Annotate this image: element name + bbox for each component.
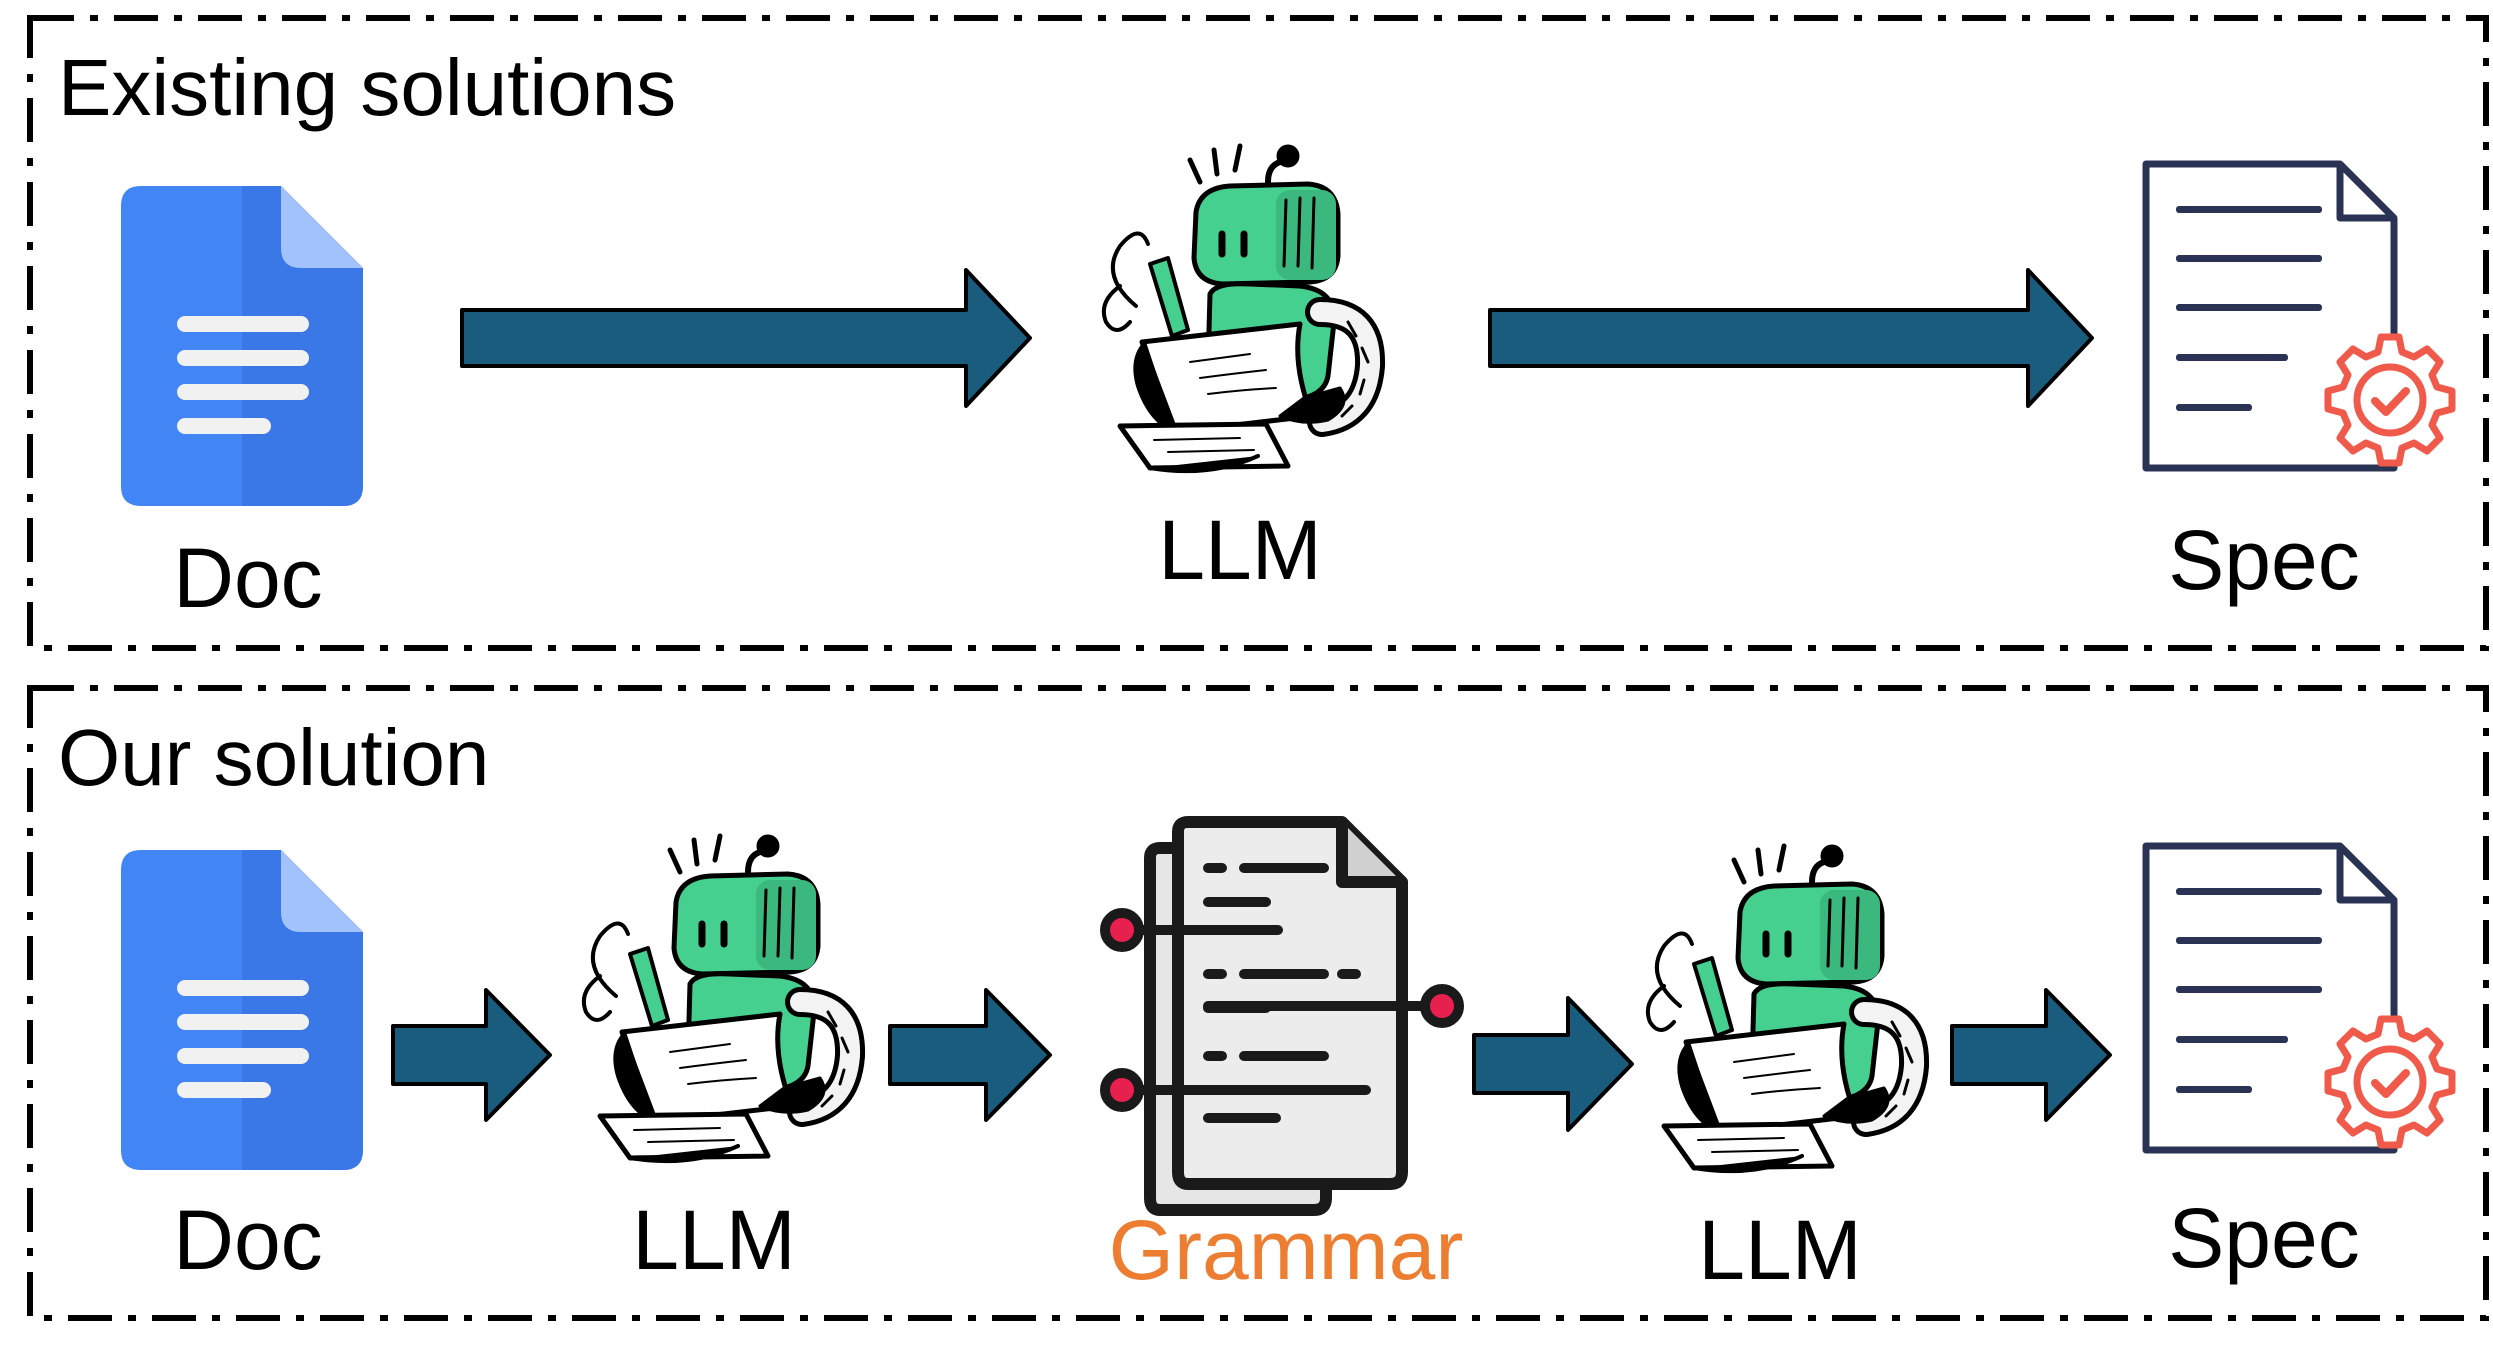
flow-arrow-icon: [888, 988, 1052, 1122]
flow-arrow-icon: [1488, 268, 2094, 408]
spec-label: Spec: [2168, 513, 2360, 607]
flow-arrow-icon: [460, 268, 1032, 408]
llm-label: LLM: [632, 1193, 796, 1287]
grammar-doc-icon: [1105, 822, 1459, 1210]
robot-llm-icon: [584, 835, 850, 1161]
flow-arrow-icon: [1472, 996, 1634, 1132]
grammar-label: Grammar: [1108, 1203, 1464, 1297]
doc-icon: [121, 186, 363, 506]
bottom-panel-title: Our solution: [58, 713, 490, 802]
doc-icon: [121, 850, 363, 1170]
doc-label: Doc: [173, 1193, 323, 1287]
robot-llm-icon: [1104, 145, 1370, 471]
flow-arrow-icon: [1950, 988, 2112, 1122]
top-panel-border: [27, 15, 2489, 651]
doc-label: Doc: [173, 531, 323, 625]
top-panel-title: Existing solutions: [58, 43, 677, 132]
spec-doc-icon: [2146, 846, 2452, 1150]
robot-llm-icon: [1648, 845, 1914, 1171]
spec-label: Spec: [2168, 1191, 2360, 1285]
llm-label: LLM: [1158, 503, 1322, 597]
llm-label: LLM: [1698, 1203, 1862, 1297]
spec-doc-icon: [2146, 164, 2452, 468]
bottom-panel-border: [27, 685, 2489, 1321]
flow-arrow-icon: [391, 988, 552, 1122]
